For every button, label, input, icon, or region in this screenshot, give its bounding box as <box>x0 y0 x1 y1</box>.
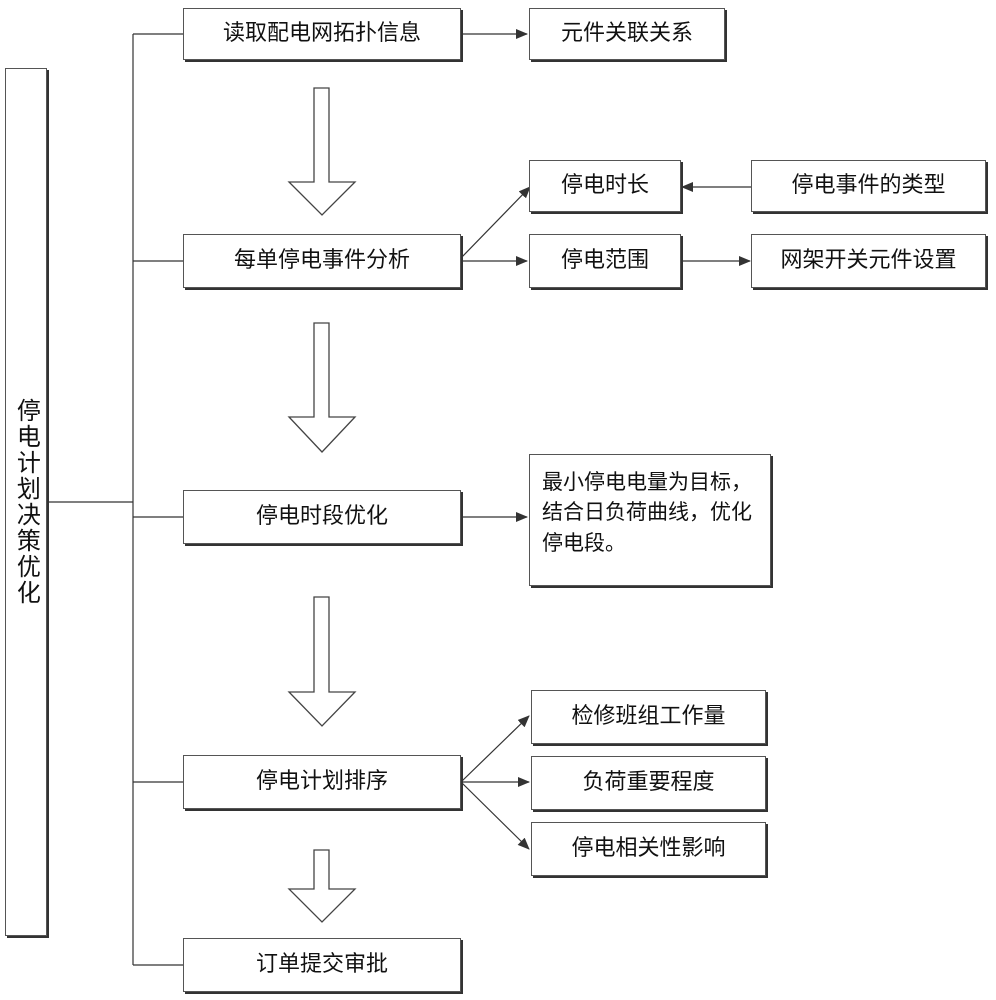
detail-period-objective: 最小停电电量为目标，结合日负荷曲线，优化停电段。 <box>529 454 771 586</box>
flow-arrows <box>287 87 357 923</box>
step-read-topology: 读取配电网拓扑信息 <box>183 8 461 60</box>
step-label: 读取配电网拓扑信息 <box>222 20 421 46</box>
flow-arrow-2 <box>287 322 357 453</box>
root-bracket <box>47 33 183 966</box>
detail-label: 停电相关性影响 <box>571 835 726 861</box>
step-event-analysis: 每单停电事件分析 <box>183 234 461 288</box>
detail-label: 停电事件的类型 <box>791 172 946 198</box>
detail-grid-switch-setting: 网架开关元件设置 <box>751 234 986 288</box>
detail-label: 停电范围 <box>560 247 649 273</box>
root-node: 停电计划决策优化 <box>5 68 47 936</box>
step-label: 订单提交审批 <box>255 951 388 977</box>
detail-load-importance: 负荷重要程度 <box>531 756 766 810</box>
step-period-optimization: 停电时段优化 <box>183 490 461 544</box>
flow-arrow-4 <box>287 849 357 923</box>
step-label: 停电计划排序 <box>255 768 388 794</box>
flow-arrow-3 <box>287 596 357 727</box>
detail-label: 最小停电电量为目标，结合日负荷曲线，优化停电段。 <box>542 470 752 555</box>
detail-outage-event-type: 停电事件的类型 <box>751 160 986 212</box>
step-submit-approval: 订单提交审批 <box>183 938 461 992</box>
detail-connectors <box>460 29 751 850</box>
flow-arrow-1 <box>287 87 357 216</box>
detail-label: 检修班组工作量 <box>571 703 726 729</box>
detail-outage-duration: 停电时长 <box>529 160 681 212</box>
detail-outage-range: 停电范围 <box>529 234 681 288</box>
detail-outage-correlation: 停电相关性影响 <box>531 822 766 876</box>
step-label: 停电时段优化 <box>255 503 388 529</box>
step-plan-ranking: 停电计划排序 <box>183 755 461 809</box>
detail-label: 网架开关元件设置 <box>780 247 957 273</box>
detail-element-relation: 元件关联关系 <box>529 8 725 60</box>
root-label: 停电计划决策优化 <box>12 398 41 606</box>
detail-label: 停电时长 <box>560 172 649 198</box>
detail-label: 元件关联关系 <box>560 20 693 46</box>
detail-crew-workload: 检修班组工作量 <box>531 690 766 744</box>
detail-label: 负荷重要程度 <box>582 769 715 795</box>
step-label: 每单停电事件分析 <box>233 247 410 273</box>
